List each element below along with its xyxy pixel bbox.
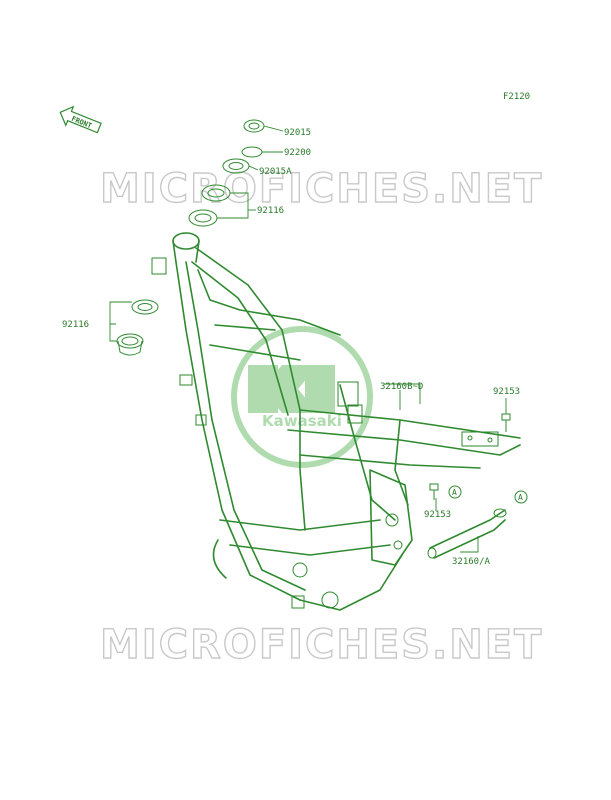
svg-text:A: A [452,488,457,497]
callout-92015a: 92015A [259,167,292,177]
ref-mark-a-left: A [448,485,462,499]
callout-92200: 92200 [284,148,311,158]
callout-92153-center: 92153 [424,510,451,520]
kawasaki-logo-icon: Kawasaki [231,326,373,468]
callout-92015: 92015 [284,128,311,138]
callout-92116-top: 92116 [257,206,284,216]
callout-32160-a: 32160/A [452,557,491,567]
svg-text:A: A [518,493,523,502]
stand-bracket [427,508,507,559]
ref-mark-a-right: A [514,490,528,504]
steering-bearing-stack [116,119,265,356]
front-label: FRONT [70,115,93,130]
callout-32160b-d: 32160B~D [380,382,423,392]
callout-92153-right: 92153 [493,387,520,397]
logo-text: Kawasaki [262,412,342,430]
watermark-bottom: MICROFICHES.NET [100,622,543,668]
motorcycle-frame [151,232,521,611]
watermark-top: MICROFICHES.NET [100,166,543,212]
callout-92116-left: 92116 [62,320,89,330]
figure-code: F2120 [503,92,530,102]
leader-lines [109,125,507,553]
front-arrow-icon: FRONT [59,105,102,134]
